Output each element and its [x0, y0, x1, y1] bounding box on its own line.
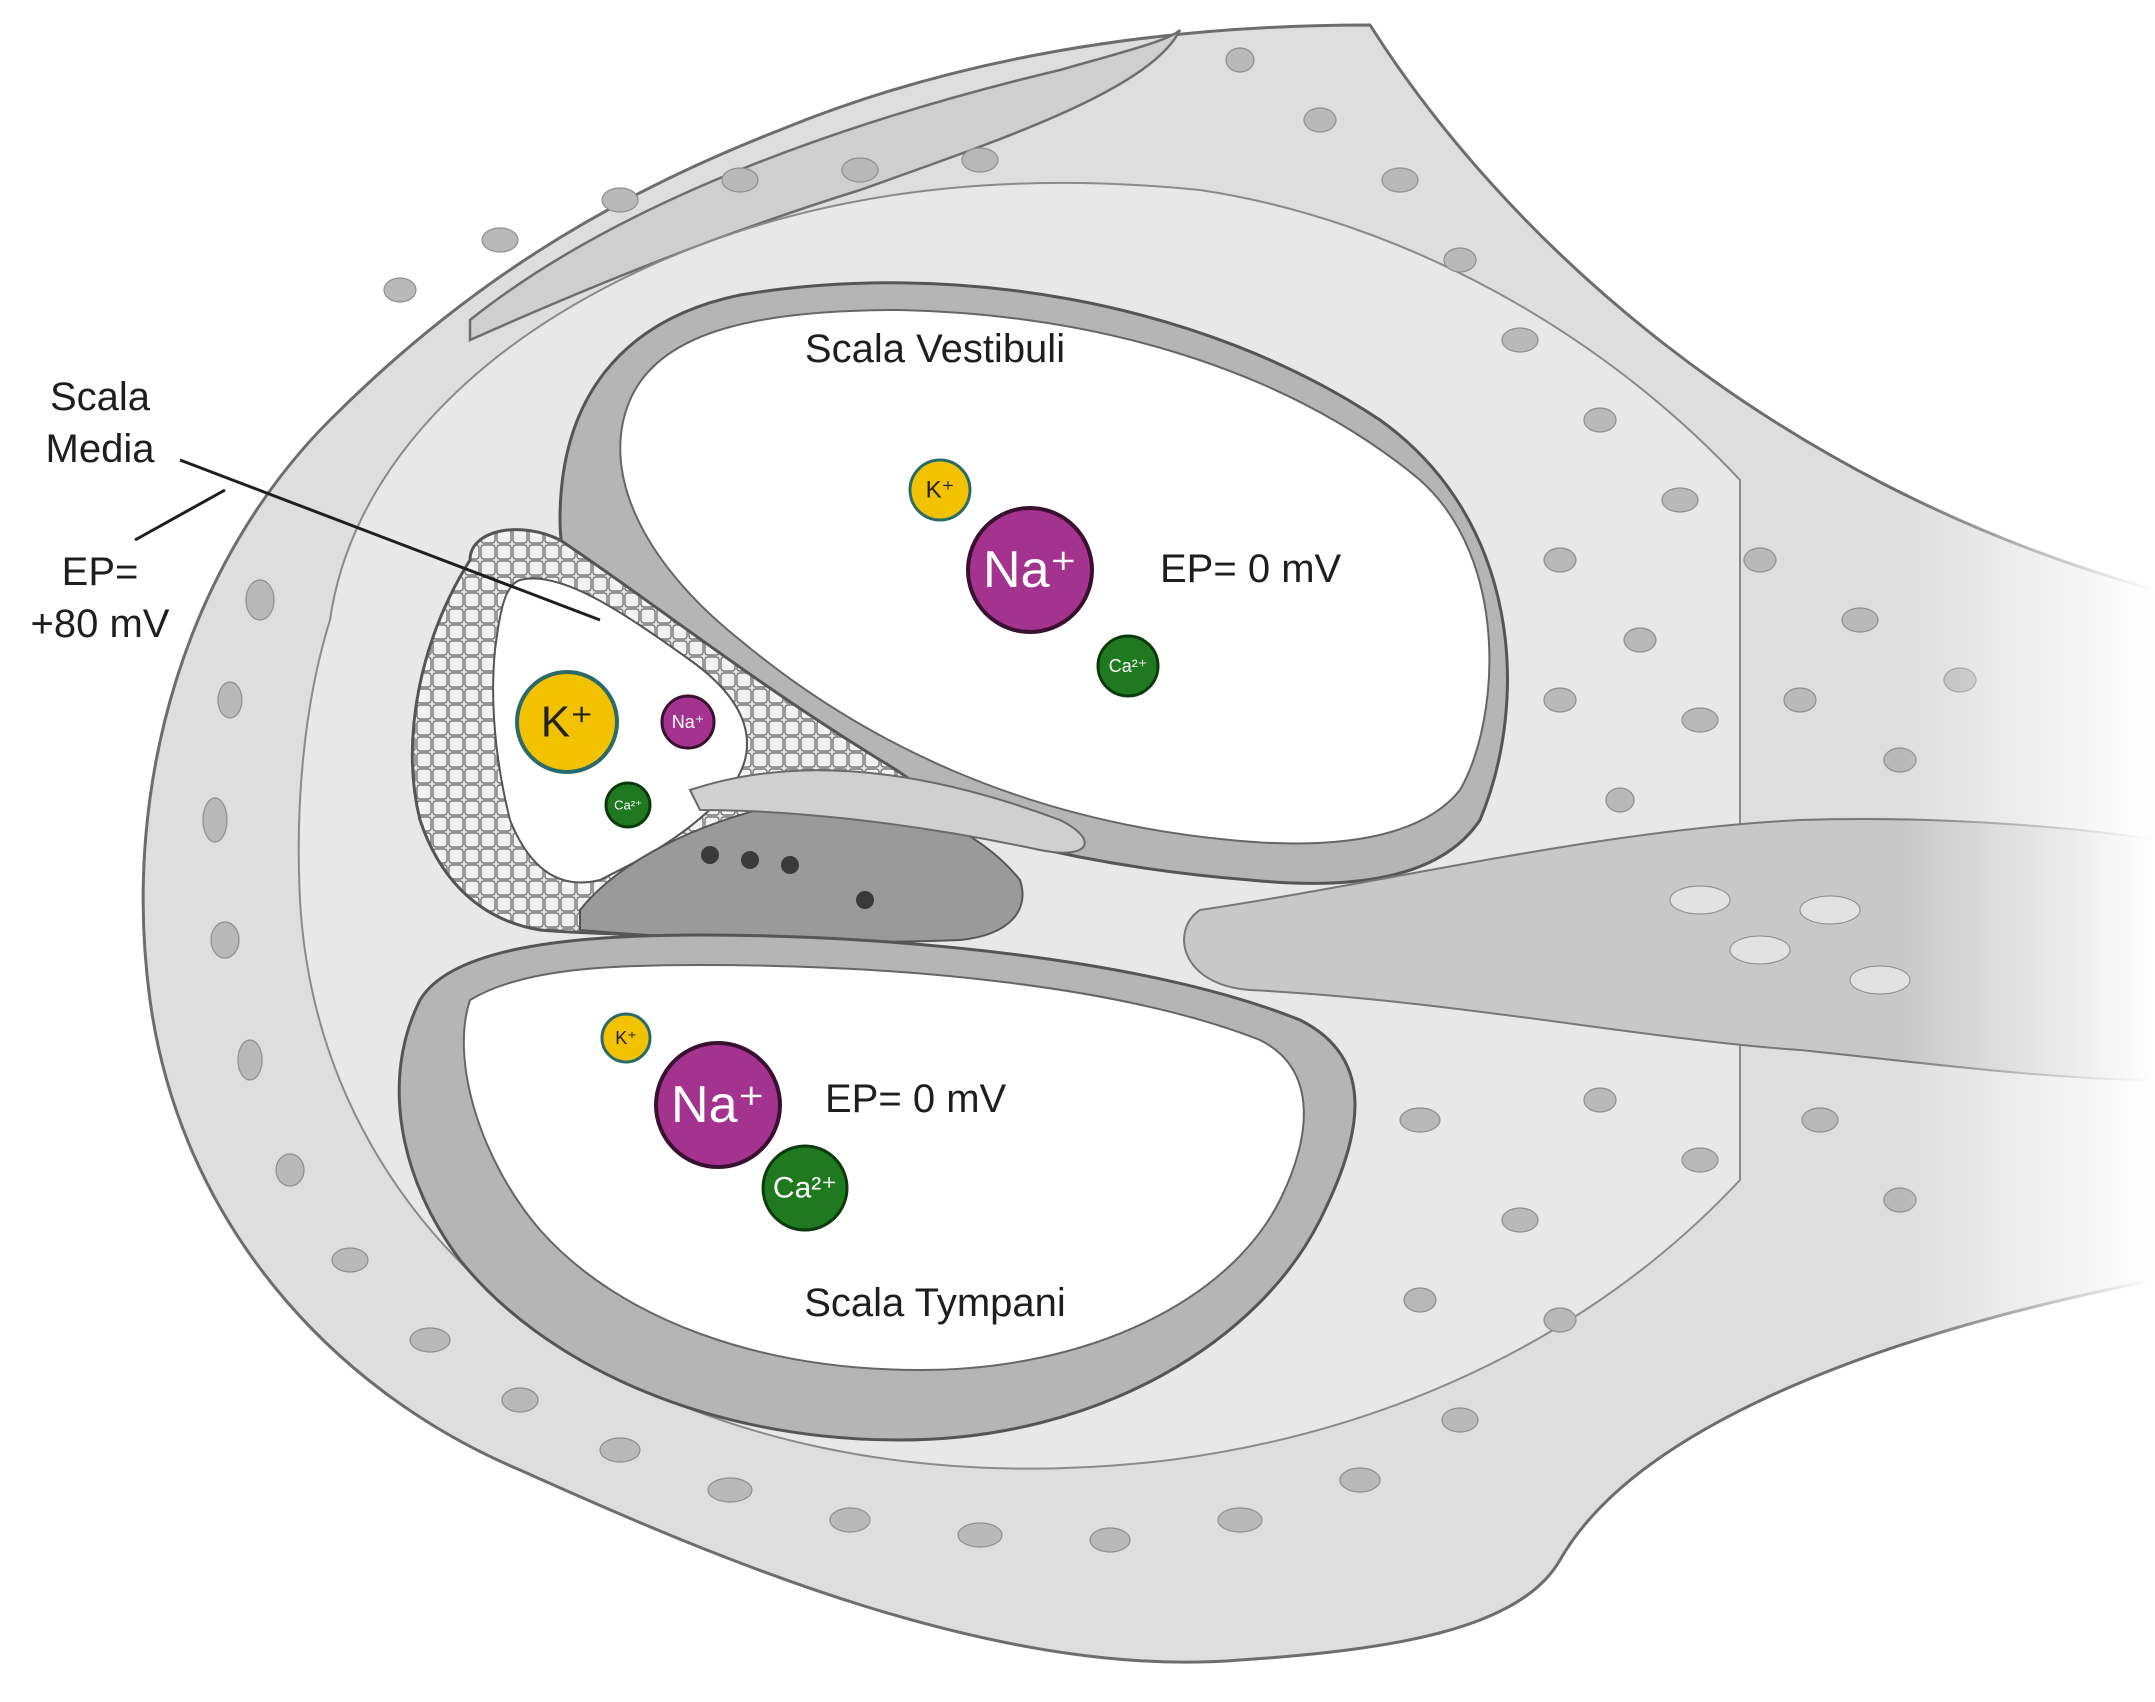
vestibuli-sodium-ion: Na⁺ [966, 506, 1094, 634]
vestibuli-na-circle [966, 506, 1094, 634]
hair-cell [781, 856, 799, 874]
scala-media-label-line2: Media [46, 427, 156, 471]
scala-tympani: Scala Tympani EP= 0 mV K⁺ Na⁺ Ca²⁺ [397, 933, 1357, 1442]
media-sodium-ion: Na⁺ [660, 694, 716, 750]
scala-vestibuli-ep-label: EP= 0 mV [1160, 547, 1342, 591]
ep-media-pointer-line [134, 488, 226, 542]
tympani-na-circle [654, 1041, 782, 1169]
scala-tympani-ep-label: EP= 0 mV [825, 1077, 1007, 1121]
scala-media-fluid [492, 577, 749, 884]
hair-cell [741, 851, 759, 869]
vestibuli-calcium-ion: Ca²⁺ [1096, 634, 1160, 698]
tympani-k-label: K⁺ [615, 1028, 637, 1048]
nerve-fiber [1729, 935, 1791, 965]
scala-tympani-label: Scala Tympani [804, 1281, 1066, 1325]
right-edge-fade [1900, 0, 2155, 1702]
vestibuli-ca-label: Ca²⁺ [1109, 656, 1148, 676]
media-ca-circle [604, 781, 652, 829]
scala-media: Scala Media EP= +80 mV K⁺ Na⁺ Ca²⁺ [31, 375, 1086, 946]
scala-media-ep-line2: +80 mV [31, 602, 170, 646]
vestibuli-k-label: K⁺ [926, 477, 955, 504]
scala-media-label-line1: Scala [50, 375, 151, 419]
hair-cell [856, 891, 874, 909]
organ-of-corti [579, 769, 1086, 943]
hair-cell [701, 846, 719, 864]
media-na-circle [660, 694, 716, 750]
tympani-potassium-ion: K⁺ [600, 1012, 652, 1064]
tympani-sodium-ion: Na⁺ [654, 1041, 782, 1169]
media-k-label: K⁺ [541, 698, 594, 747]
vestibuli-ca-circle [1096, 634, 1160, 698]
vestibuli-na-label: Na⁺ [983, 541, 1077, 599]
scala-media-ep-line1: EP= [62, 550, 139, 594]
tympani-ca-label: Ca²⁺ [773, 1172, 837, 1205]
tympani-k-circle [600, 1012, 652, 1064]
nerve-fiber [1669, 885, 1731, 915]
vestibuli-k-circle [908, 458, 972, 522]
scala-media-pointer-line [179, 458, 601, 622]
media-potassium-ion: K⁺ [515, 670, 619, 774]
tympani-na-label: Na⁺ [671, 1076, 765, 1134]
tympani-calcium-ion: Ca²⁺ [761, 1144, 849, 1232]
tectorial-membrane [688, 769, 1086, 854]
media-k-circle [515, 670, 619, 774]
scala-vestibuli-label: Scala Vestibuli [805, 327, 1065, 371]
nerve-fiber [1799, 895, 1861, 925]
media-calcium-ion: Ca²⁺ [604, 781, 652, 829]
media-ca-label: Ca²⁺ [614, 798, 642, 813]
media-na-label: Na⁺ [672, 712, 705, 732]
vestibuli-potassium-ion: K⁺ [908, 458, 972, 522]
tympani-ca-circle [761, 1144, 849, 1232]
